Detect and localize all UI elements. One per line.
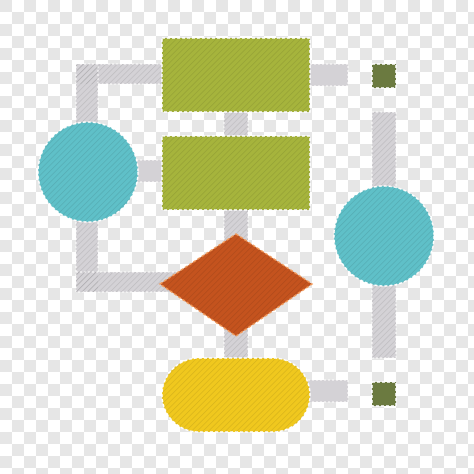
terminator-pill-hatch — [162, 358, 310, 432]
square-marker-top-right — [371, 63, 397, 89]
connector-circle-left-hatch — [38, 122, 138, 222]
process-box-top-hatch — [162, 38, 310, 112]
connector-bottom-right — [303, 379, 349, 403]
connector-circle-right-hatch — [334, 186, 434, 286]
decision-diamond-hatch — [160, 234, 312, 336]
square-marker-bottom-right — [371, 381, 397, 407]
connector-top-right — [305, 63, 349, 87]
process-box-middle-hatch — [162, 136, 310, 210]
